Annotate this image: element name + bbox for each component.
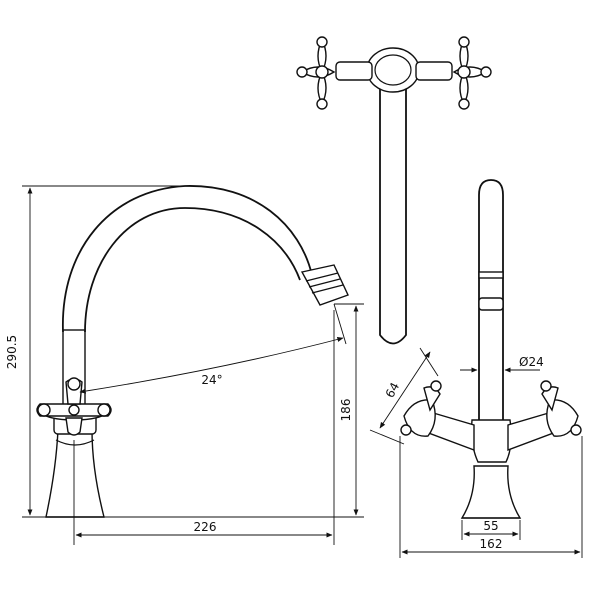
top-left-handle: [296, 36, 373, 110]
dim-spout-reach: 226: [194, 520, 217, 534]
dim-total-height: 290.5: [5, 335, 19, 369]
front-left-handle: [400, 380, 475, 452]
dim-handle-spread: 64: [383, 380, 403, 400]
side-cross-handle: [36, 377, 112, 436]
dim-total-width: 162: [480, 537, 503, 551]
top-spout: [379, 70, 407, 345]
front-body: [470, 419, 513, 463]
dim-spout-height: 186: [339, 399, 353, 422]
top-view: [296, 36, 492, 345]
dim-base-diameter: 55: [483, 519, 498, 533]
front-spout-pipe: [478, 179, 504, 431]
front-view: Ø24 64 55 162: [369, 179, 583, 558]
front-right-handle: [507, 380, 582, 452]
dim-swivel-angle: 24°: [201, 373, 222, 387]
side-view: 290.5 186 226 24°: [5, 185, 364, 545]
side-base: [45, 429, 105, 518]
dim-spout-diameter: Ø24: [519, 355, 544, 369]
side-aerator: [300, 264, 349, 306]
front-base: [460, 465, 522, 519]
top-right-handle: [415, 36, 492, 110]
